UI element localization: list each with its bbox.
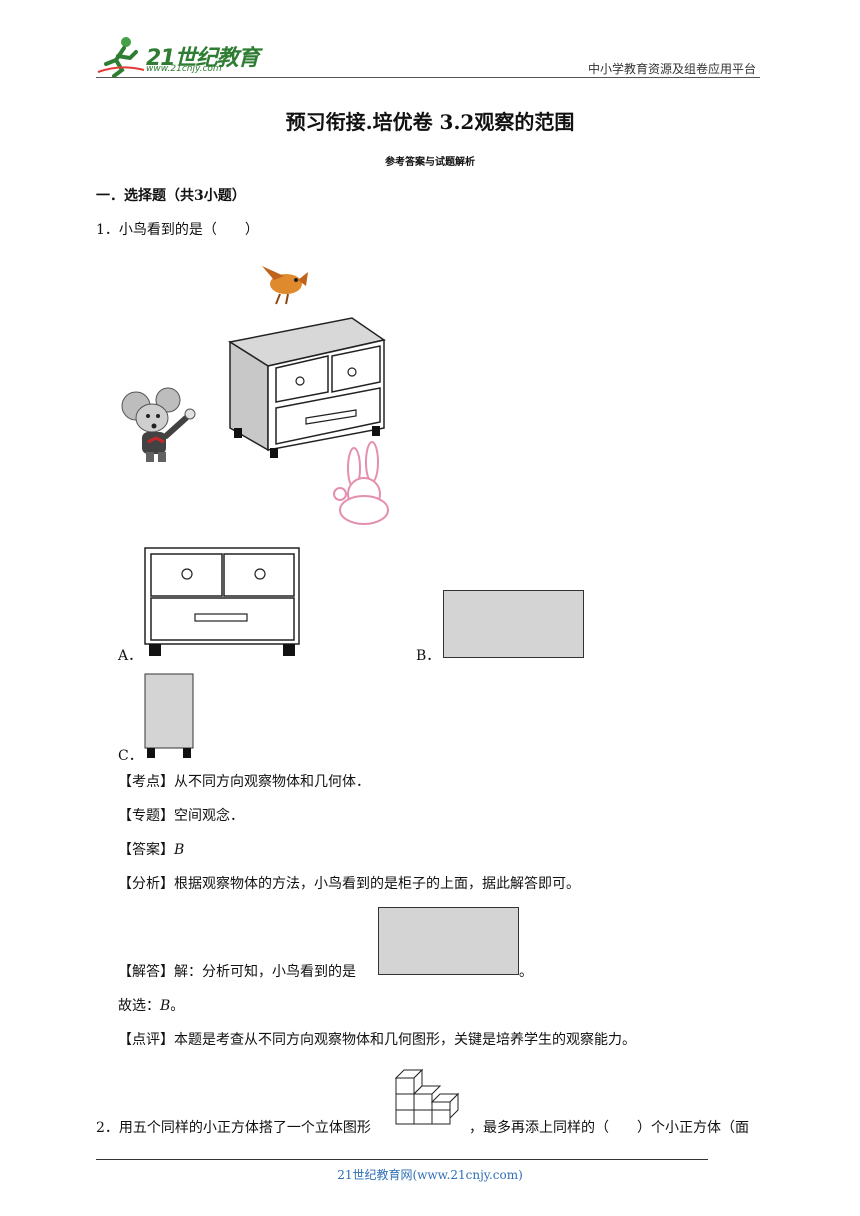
question-2-stem-suffix: ，最多再添上同样的（ ）个小正方体（面: [469, 1120, 749, 1136]
rabbit-icon: [333, 441, 389, 525]
section-heading: 一．选择题（共3小题）: [96, 188, 246, 204]
dianping-line: 【点评】本题是考查从不同方向观察物体和几何图形，关键是培养学生的观察能力。: [118, 1032, 636, 1048]
bird-icon: [262, 266, 308, 305]
page-title: 预习衔接.培优卷 3.2观察的范围: [285, 110, 575, 134]
jieda-suffix: 。: [519, 964, 533, 980]
option-b-top-view-image[interactable]: [443, 590, 584, 658]
jieda-prefix: 【解答】解：分析可知，小鸟看到的是: [118, 964, 356, 980]
page-subtitle: 参考答案与试题解析: [385, 157, 475, 168]
answer-value: B: [174, 842, 185, 858]
option-c-side-view-image[interactable]: [143, 672, 195, 760]
logo-runner-icon: [97, 37, 145, 78]
cabinet-icon: [228, 317, 386, 458]
question-2-cubes-image: [394, 1068, 460, 1125]
fenxi-line: 【分析】根据观察物体的方法，小鸟看到的是柜子的上面，据此解答即可。: [118, 876, 580, 892]
option-c-label[interactable]: C．: [118, 748, 143, 764]
guxuan-value: B: [160, 998, 171, 1014]
question-2-stem-prefix: 2．用五个同样的小正方体搭了一个立体图形: [96, 1120, 371, 1136]
footer-divider: [96, 1159, 708, 1160]
answer-label: 【答案】: [118, 842, 174, 858]
logo-text: 21世纪教育: [146, 46, 260, 71]
question-1-stem: 1．小鸟看到的是（ ）: [96, 222, 259, 238]
option-a-label[interactable]: A．: [118, 648, 143, 664]
option-b-label[interactable]: B．: [416, 648, 441, 664]
logo-url: www.21cnjy.com: [146, 64, 222, 74]
option-a-front-view-image[interactable]: [143, 546, 301, 658]
answer-line: 【答案】B: [118, 839, 184, 859]
header-platform-name: 中小学教育资源及组卷应用平台: [587, 62, 756, 76]
mouse-icon: [121, 387, 196, 462]
header-divider: [96, 77, 760, 78]
kaodian-line: 【考点】从不同方向观察物体和几何体．: [118, 774, 370, 790]
footer-site-link[interactable]: 21世纪教育网(www.21cnjy.com): [337, 1168, 523, 1182]
question-1-scene: [121, 266, 389, 525]
jieda-top-view-image: [378, 907, 519, 975]
zhuanti-line: 【专题】空间观念．: [118, 808, 244, 824]
guxuan-prefix: 故选：: [118, 998, 160, 1014]
guxuan-suffix: 。: [170, 998, 185, 1014]
guxuan-line: 故选：B。: [118, 995, 184, 1015]
